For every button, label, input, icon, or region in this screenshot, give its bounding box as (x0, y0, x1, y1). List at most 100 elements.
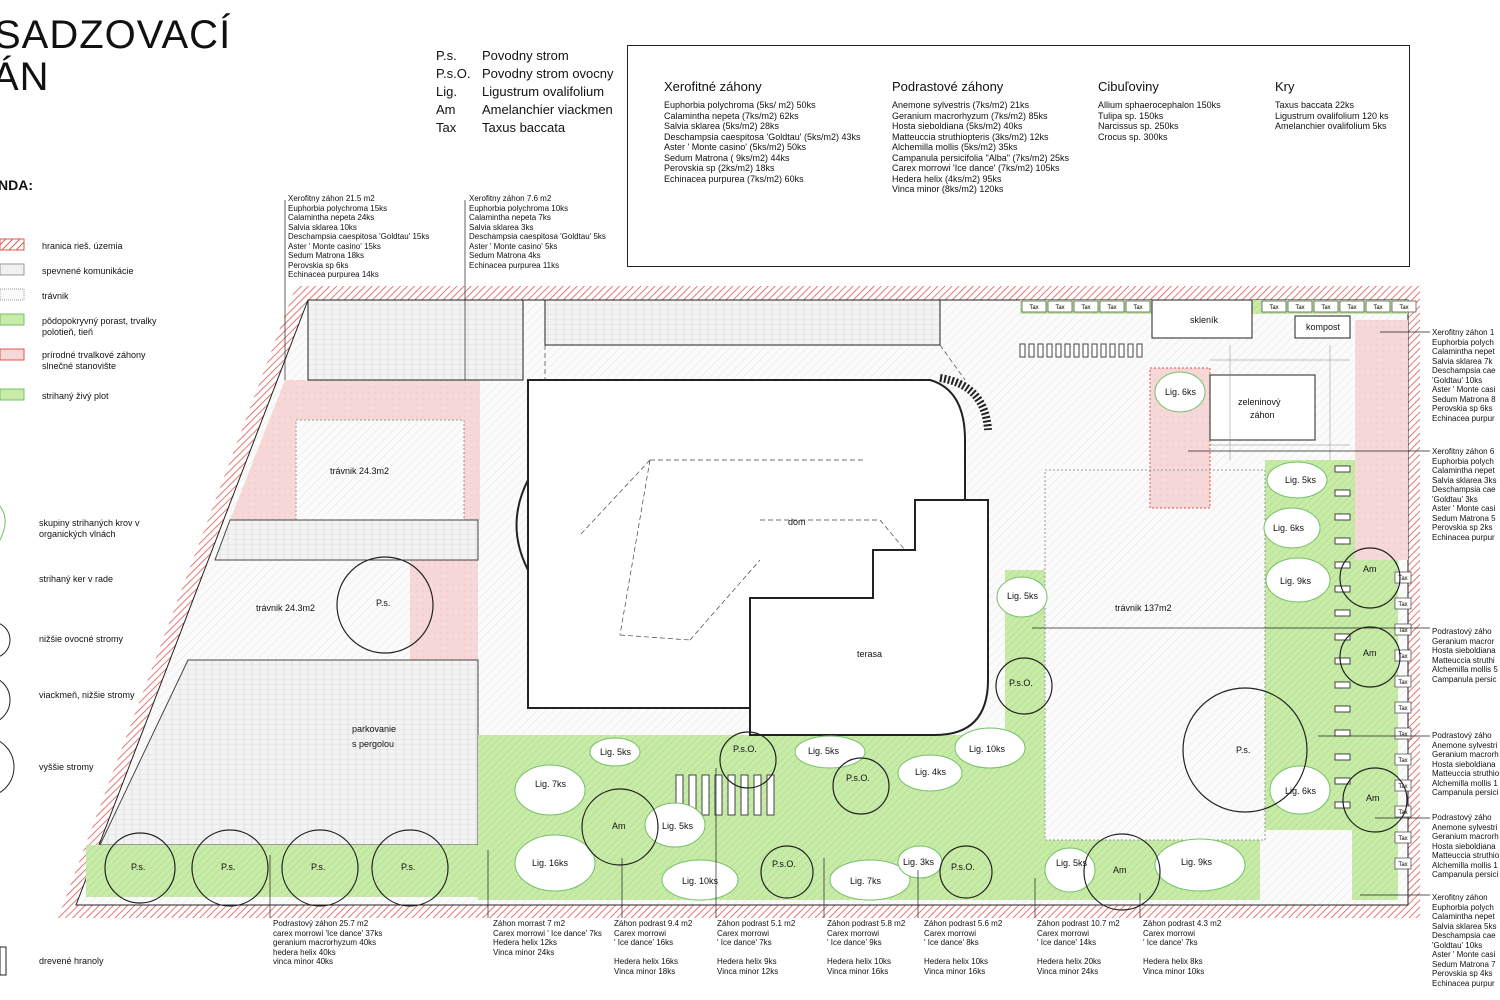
timber-sleeper (1082, 343, 1089, 358)
lawn-label-2: trávnik 24.3m2 (256, 603, 315, 613)
lawn-big-label: trávnik 137m2 (1115, 603, 1172, 613)
taxus-label: Tax (1321, 305, 1330, 311)
timber-sleepers-north (675, 343, 1351, 816)
lig-label: Lig. 6ks (1285, 786, 1317, 796)
veg-label-1: zeleninový (1238, 397, 1281, 407)
note-line: hedera helix 40ks (273, 947, 336, 957)
plant-item: Deschampsia caespitosa 'Goldtau' (5ks/m2… (664, 131, 861, 142)
legend-swatch-fruit-tree (0, 623, 11, 657)
note-line: carex morrowi 'Ice dance' 37ks (273, 928, 383, 938)
plant-item: Hosta sieboldiana (5ks/m2) 40ks (892, 121, 1023, 131)
taxus-label: Tax (1029, 305, 1038, 311)
lig-label: Lig. 5ks (1285, 475, 1317, 485)
page-title: SADZOVACÍ ÁN (0, 14, 231, 98)
timber-sleeper (1091, 343, 1098, 358)
timber-sleeper (1100, 343, 1107, 358)
lig-label: Lig. 5ks (1056, 858, 1088, 868)
podrast-column: Podrastové záhony Anemone sylvestris (7k… (892, 79, 1069, 195)
hedge-east (1352, 560, 1398, 900)
taxus-box: Tax (1394, 857, 1412, 870)
note-line: Geranium macror (1432, 636, 1495, 646)
note-line: Salvia sklarea 7k (1432, 356, 1493, 366)
taxus-label: Tax (1398, 628, 1407, 634)
plant-item: Sedum Matrona ( 9ks/m2) 44ks (664, 152, 790, 163)
note-line: Vinca minor 24ks (493, 947, 555, 957)
lig-label: Lig. 6ks (1165, 387, 1197, 397)
plant-item: Narcissus sp. 250ks (1098, 121, 1179, 131)
plant-item: Campanula persicifolia "Alba" (7ks/m2) 2… (892, 152, 1069, 163)
taxus-box: Tax (1394, 571, 1412, 584)
note-line: Campanula persic (1432, 674, 1497, 684)
note-line: Záhon podrast 10.7 m2 (1037, 919, 1120, 928)
title-line-2: ÁN (0, 55, 50, 99)
note-line: Xerofitny záhon 6 (1432, 447, 1495, 456)
legend-item: skupiny strihaných krov v organických vl… (39, 518, 140, 539)
podrast-title: Podrastové záhony (892, 79, 1004, 94)
drive-top-2 (544, 299, 941, 346)
note-line: Carex morrowi ' Ice dance' 7ks (493, 928, 602, 938)
taxus-box: Tax (1394, 753, 1412, 766)
legend-swatch-multistem (0, 679, 11, 721)
note-line: Sedum Matrona 18ks (288, 251, 365, 260)
timber-sleeper (1127, 343, 1134, 358)
note-line: Calamintha nepeta 24ks (288, 213, 375, 222)
note-line: ' Ice dance' 8ks (924, 938, 979, 947)
lig-label: Lig. 16ks (532, 858, 569, 868)
tree-label-pso: P.s.O. (1009, 678, 1033, 688)
timber-sleeper (1136, 343, 1143, 358)
note-line: Aster ' Monte casi (1432, 950, 1496, 959)
note-line: Salvia sklarea 3ks (469, 222, 534, 232)
natural-bed-left-2 (410, 560, 478, 660)
tree-label-ps: P.s. (311, 862, 325, 872)
note-line: Salvia sklarea 5ks (1432, 921, 1497, 931)
note-line: Záhon podrast 5.8 m2 (827, 919, 906, 928)
drive-top (307, 299, 524, 381)
note-line: Echinacea purpur (1432, 532, 1495, 542)
plant-item: Echinacea purpurea (7ks/m2) 60ks (664, 173, 804, 184)
note-line: Hedera helix 12ks (493, 938, 558, 947)
abbr-code: Tax (436, 120, 457, 135)
plant-item: Matteuccia struthiopteris (3ks/m2) 12ks (892, 131, 1049, 142)
timber-sleeper (1334, 537, 1351, 545)
note-line: Záhon podrast 5.6 m2 (924, 919, 1003, 928)
tree-label-ps: P.s. (401, 862, 415, 872)
lig-label: Lig. 5ks (808, 746, 840, 756)
tree-label-am: Am (1363, 564, 1377, 574)
note-line: Hedera helix 9ks (717, 957, 777, 966)
note-line: Aster ' Monte casino' 15ks (288, 241, 381, 251)
note-line: ' Ice dance' 7ks (1143, 938, 1198, 947)
note-line: Geranium macrorh (1432, 832, 1499, 841)
note-line: Salvia sklarea 3ks (1432, 475, 1497, 485)
timber-sleeper (1334, 753, 1351, 761)
groundcover-bed-east (1005, 570, 1045, 900)
taxus-box: Tax (1394, 675, 1412, 688)
note-line: Hedera helix 10ks (827, 957, 892, 966)
groundcover-bed-south (478, 735, 1010, 900)
note-line: Matteuccia struthio (1432, 769, 1500, 778)
taxus-label: Tax (1269, 305, 1278, 311)
note-line: Xerofitny záhon 1 (1432, 328, 1495, 337)
leader-lines (269, 200, 1430, 918)
note-line: Aster ' Monte casi (1432, 504, 1496, 513)
legend-item: drevené hranoly (39, 956, 104, 966)
plant-item: Alchemilla mollis (5ks/m2) 35ks (892, 142, 1018, 152)
timber-sleeper (1037, 343, 1044, 358)
legend-item: viackmeň, nižšie stromy (39, 690, 135, 700)
note-line: Záhon podrast 9.4 m2 (614, 919, 693, 928)
plant-item: Carex morrowi 'Ice dance' (7ks/m2) 105ks (892, 163, 1060, 173)
taxus-label: Tax (1398, 732, 1407, 738)
note-line: Sedum Matrona 5 (1432, 513, 1496, 523)
note-line: Alchemilla mollis 1 (1432, 860, 1498, 870)
taxus-label: Tax (1398, 680, 1407, 686)
xero-column: Xerofitné záhony Euphorbia polychroma (5… (664, 79, 861, 184)
note-line: ' Ice dance' 7ks (717, 938, 772, 947)
note-line: Matteuccia struthio (1432, 851, 1500, 860)
note-line: Záhon morrast 7 m2 (493, 919, 566, 928)
note-line: Anemone sylvestri (1432, 822, 1498, 832)
kry-title: Kry (1275, 79, 1295, 94)
